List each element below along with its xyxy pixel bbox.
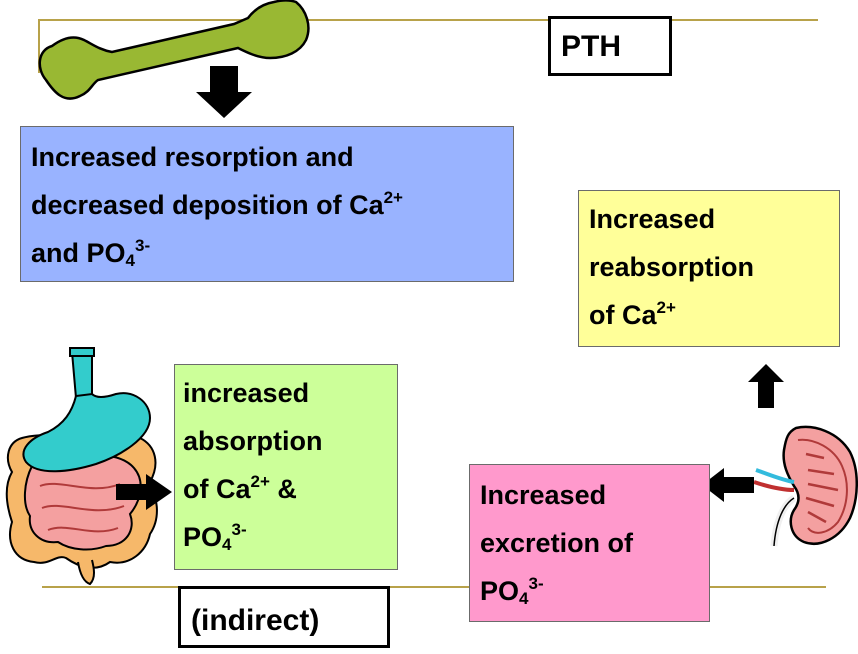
kidney-phosphate-line-2: excretion of bbox=[480, 528, 634, 558]
kidney-calcium-line-2: reabsorption bbox=[589, 252, 755, 282]
bone-effect-box: Increased resorption and decreased depos… bbox=[20, 126, 514, 282]
indirect-label: (indirect) bbox=[178, 586, 390, 648]
bone-icon bbox=[38, 0, 310, 100]
arrow-up-icon bbox=[748, 364, 784, 408]
bottom-rule bbox=[42, 586, 826, 588]
arrow-left-icon bbox=[702, 468, 754, 502]
kidney-phosphate-box: Increased excretion of PO43- bbox=[469, 464, 710, 622]
bone-effect-line-2: decreased deposition of Ca2+ bbox=[31, 188, 403, 220]
arrow-down-icon bbox=[196, 66, 252, 118]
kidney-calcium-box: Increased reabsorption of Ca2+ bbox=[578, 190, 840, 347]
arrow-right-icon bbox=[116, 474, 172, 510]
intestine-line-4: PO43- bbox=[183, 520, 247, 554]
kidney-phosphate-line-3: PO43- bbox=[480, 574, 544, 608]
digestive-tract-icon bbox=[5, 347, 158, 586]
intestine-line-2: absorption bbox=[183, 426, 323, 456]
pth-label: PTH bbox=[548, 16, 672, 76]
kidney-icon bbox=[753, 425, 858, 547]
bone-effect-line-3: and PO43- bbox=[31, 236, 151, 270]
intestine-line-1: increased bbox=[183, 378, 310, 408]
top-left-rule bbox=[38, 19, 40, 73]
bone-effect-line-1: Increased resorption and bbox=[31, 142, 354, 172]
top-rule bbox=[38, 19, 818, 21]
kidney-phosphate-line-1: Increased bbox=[480, 480, 607, 510]
intestine-line-3: of Ca2+ & bbox=[183, 472, 297, 504]
indirect-text: (indirect) bbox=[191, 604, 320, 637]
intestine-absorption-box: increased absorption of Ca2+ & PO43- bbox=[174, 364, 398, 570]
kidney-calcium-line-3: of Ca2+ bbox=[589, 298, 676, 330]
pth-text: PTH bbox=[561, 30, 621, 63]
kidney-calcium-line-1: Increased bbox=[589, 204, 716, 234]
